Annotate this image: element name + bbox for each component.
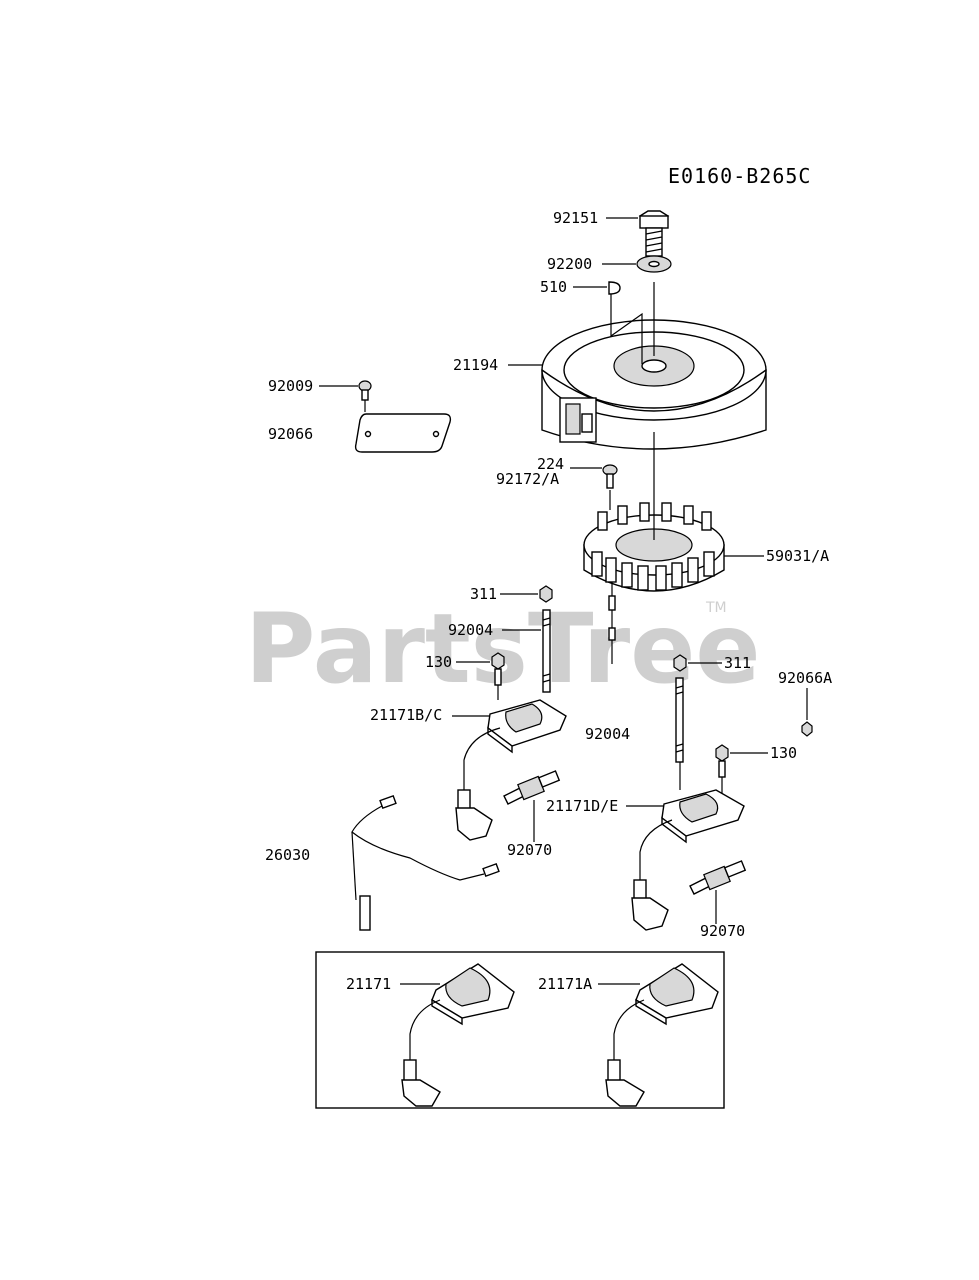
stator-59031a[interactable] [583, 502, 725, 592]
stud-92004-right[interactable] [675, 677, 684, 763]
bolt-92151[interactable] [638, 210, 670, 257]
key-510[interactable] [608, 281, 621, 295]
watermark: PartsTree [245, 593, 760, 705]
label-510: 510 [540, 278, 567, 296]
label-92151: 92151 [553, 209, 598, 227]
bolt-130-right[interactable] [715, 744, 729, 778]
label-21194: 21194 [453, 356, 498, 374]
ignition-coil-21171a[interactable] [605, 963, 719, 1107]
diagram-code: E0160-B265C [668, 164, 811, 188]
spark-plug-92070-left[interactable] [503, 770, 561, 805]
label-92172a: 92172/A [496, 470, 559, 488]
label-92004-left: 92004 [448, 621, 493, 639]
screw-92009[interactable] [358, 380, 372, 401]
label-311-right: 311 [724, 654, 751, 672]
label-92066a: 92066A [778, 669, 832, 687]
label-92009: 92009 [268, 377, 313, 395]
ignition-coil-21171bc[interactable] [455, 699, 567, 841]
nut-311-right[interactable] [673, 654, 687, 672]
screw-92172a[interactable] [602, 464, 618, 489]
ignition-coil-21171de[interactable] [631, 789, 745, 931]
label-21171de: 21171D/E [546, 797, 618, 815]
label-21171: 21171 [346, 975, 391, 993]
label-21171a: 21171A [538, 975, 592, 993]
lead-wire-26030[interactable] [351, 794, 500, 931]
label-21171bc: 21171B/C [370, 706, 442, 724]
label-92004-mid: 92004 [585, 725, 630, 743]
label-26030: 26030 [265, 846, 310, 864]
label-130-right: 130 [770, 744, 797, 762]
label-92070-left: 92070 [507, 841, 552, 859]
flywheel-21194[interactable] [541, 294, 767, 450]
label-92070-right: 92070 [700, 922, 745, 940]
spark-plug-92070-right[interactable] [689, 860, 747, 895]
ignition-coil-21171[interactable] [401, 963, 515, 1107]
plate-92066[interactable] [354, 413, 452, 453]
nut-311-left[interactable] [539, 585, 553, 603]
label-311-left: 311 [470, 585, 497, 603]
alternate-parts-box [315, 951, 725, 1109]
label-130-left: 130 [425, 653, 452, 671]
label-224: 224 [537, 455, 564, 473]
label-92200: 92200 [547, 255, 592, 273]
label-92066: 92066 [268, 425, 313, 443]
watermark-tm: TM [705, 600, 727, 616]
nut-92066a[interactable] [801, 721, 813, 737]
stud-92004-left[interactable] [542, 609, 551, 693]
label-59031a: 59031/A [766, 547, 829, 565]
washer-92200[interactable] [636, 255, 672, 273]
